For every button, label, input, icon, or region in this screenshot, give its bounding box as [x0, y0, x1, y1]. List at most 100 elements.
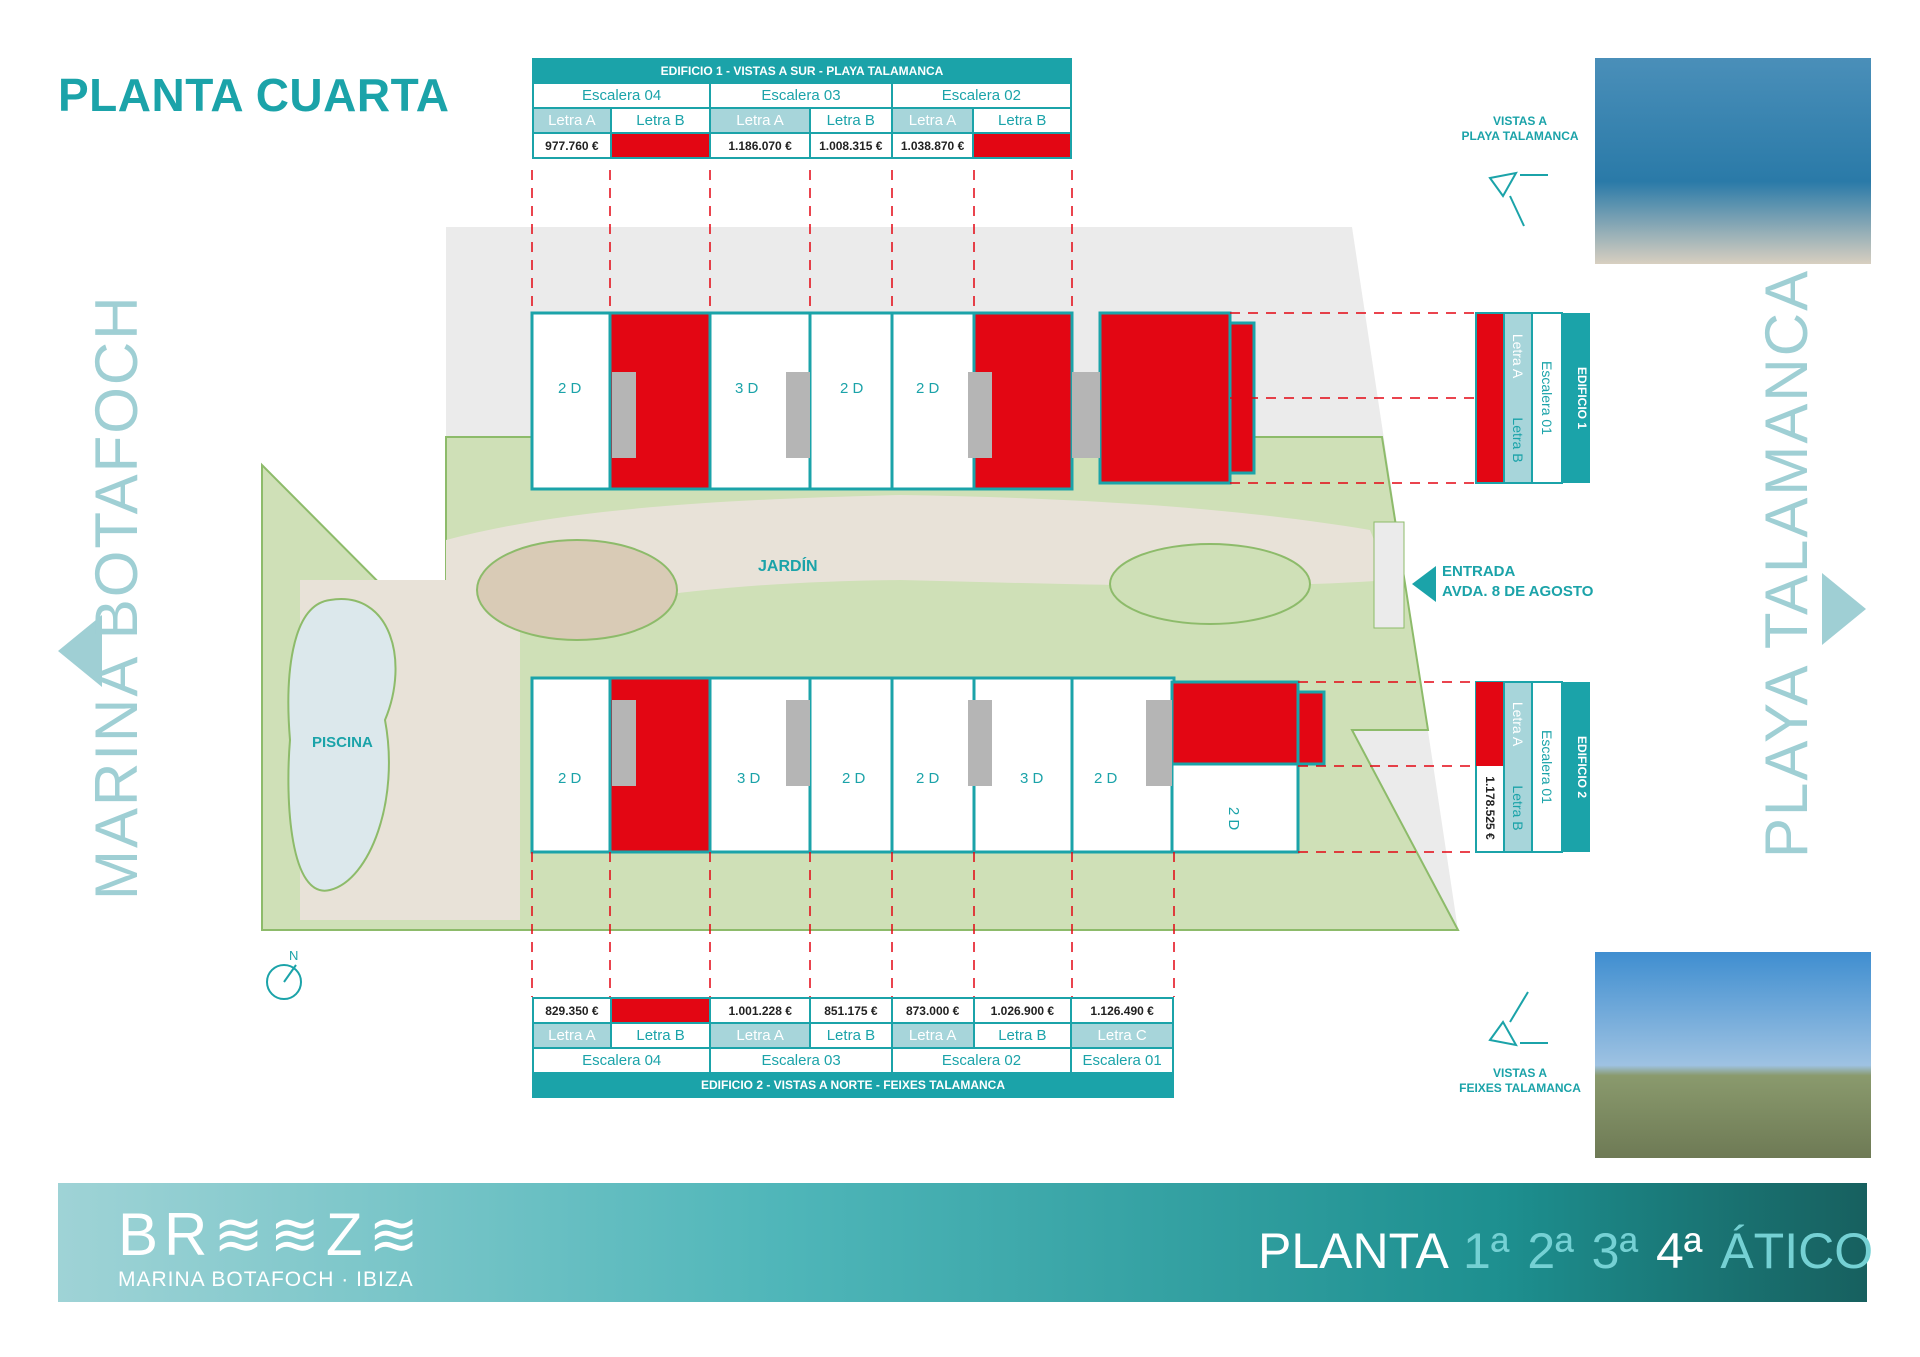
entrance-arrow-icon	[1412, 566, 1436, 602]
footer-banner	[58, 1183, 1867, 1302]
letter-label: Letra A	[1510, 701, 1526, 747]
unit-1-sold	[1098, 311, 1232, 485]
escalera-label: Escalera 01	[1539, 361, 1555, 435]
building-1	[530, 311, 1256, 491]
unit-price[interactable]: 1.001.228 €	[709, 997, 812, 1024]
letter-label: Letra B	[1510, 417, 1526, 463]
unit-sold	[609, 132, 712, 159]
unit-type-label: 2 D	[916, 770, 940, 787]
view-eye-icon	[1488, 171, 1548, 227]
caption-line: VISTAS A	[1492, 114, 1547, 128]
escalera-label: Escalera 01	[1539, 730, 1555, 804]
edificio-2-legend-label: EDIFICIO 2	[1575, 735, 1589, 799]
unit-price[interactable]: 873.000 €	[890, 997, 975, 1024]
unit-sold	[609, 997, 712, 1024]
letter-label: Letra B	[1510, 785, 1526, 831]
unit-price[interactable]: 1.038.870 €	[890, 132, 975, 159]
stair-label: Escalera 01	[1070, 1047, 1174, 1074]
letter-label: Letra A	[709, 1022, 812, 1049]
edificio-2-header: EDIFICIO 2 - VISTAS A NORTE - FEIXES TAL…	[532, 1072, 1174, 1098]
brand-subtitle: MARINA BOTAFOCH · IBIZA	[118, 1268, 414, 1291]
photo-caption-top: VISTAS A PLAYA TALAMANCA	[1440, 114, 1600, 144]
cores-top	[612, 372, 1100, 458]
entrance-gate	[1373, 521, 1405, 629]
arrow-right-icon[interactable]	[1822, 573, 1866, 645]
letter-label: Letra A	[532, 1022, 612, 1049]
floor-atico-tab[interactable]: ÁTICO	[1720, 1223, 1874, 1279]
letter-label: Letra B	[972, 107, 1072, 134]
floor-3-tab[interactable]: 3ª	[1591, 1223, 1638, 1279]
garden-label: JARDÍN	[758, 558, 818, 575]
unit-1a-terrace	[1296, 690, 1326, 766]
unit-price[interactable]: 1.186.070 €	[709, 132, 811, 159]
floor-4-tab[interactable]: 4ª	[1655, 1223, 1703, 1279]
unit-2a[interactable]	[890, 676, 976, 854]
unit-type-label: 2 D	[916, 380, 940, 397]
edificio-2-table: 829.350 € 1.001.228 € 851.175 € 873.000 …	[531, 997, 1174, 1098]
letter-label: Letra B	[808, 107, 893, 134]
unit-type-label: 2 D	[842, 770, 866, 787]
edificio-1-table: EDIFICIO 1 - VISTAS A SUR - PLAYA TALAMA…	[531, 58, 1073, 159]
arrow-left-icon[interactable]	[58, 615, 102, 687]
unit-3a[interactable]	[708, 311, 812, 491]
stair-label: Escalera 04	[531, 1047, 712, 1074]
letter-label: Letra A	[532, 107, 612, 134]
unit-type-label: 2 D	[1094, 770, 1118, 787]
unit-3b[interactable]	[808, 676, 894, 854]
floor-1-tab[interactable]: 1ª	[1463, 1223, 1510, 1279]
unit-price[interactable]: 851.175 €	[809, 997, 893, 1024]
edificio-1-legend-label: EDIFICIO 1	[1575, 366, 1589, 430]
unit-price[interactable]: 1.126.490 €	[1070, 997, 1174, 1024]
unit-type-label: 2 D	[840, 380, 864, 397]
unit-price[interactable]: 1.008.315 €	[808, 132, 893, 159]
edificio-1-legend	[1475, 312, 1590, 484]
entrance-label: ENTRADA AVDA. 8 DE AGOSTO	[1442, 562, 1593, 602]
unit-type-label: 3 D	[1020, 770, 1044, 787]
unit-type-label: 2 D	[1225, 806, 1243, 831]
caption-line: PLAYA TALAMANCA	[1461, 129, 1579, 143]
entrance-label-line-1: ENTRADA	[1442, 563, 1516, 580]
edificio-2-legend	[1475, 681, 1590, 853]
letter-label: Letra B	[609, 107, 712, 134]
building-2	[530, 676, 1326, 854]
edificio-1-header: EDIFICIO 1 - VISTAS A SUR - PLAYA TALAMA…	[532, 58, 1072, 84]
letter-label: Letra A	[1510, 333, 1526, 379]
photo-feixes-talamanca	[1595, 952, 1871, 1158]
unit-3b[interactable]	[808, 311, 894, 491]
lawn-island	[1109, 543, 1311, 625]
caption-line: FEIXES TALAMANCA	[1459, 1081, 1581, 1095]
letter-label: Letra B	[972, 1022, 1073, 1049]
pool	[287, 598, 397, 892]
letter-label: Letra C	[1070, 1022, 1174, 1049]
unit-1a-sold	[1170, 680, 1300, 766]
floor-2-tab[interactable]: 2ª	[1527, 1223, 1574, 1279]
planta-label: PLANTA	[1258, 1223, 1449, 1279]
brand-logo: BR≋≋Z≋	[118, 1201, 425, 1268]
guide-lines	[531, 170, 1476, 997]
page-title: PLANTA CUARTA	[58, 69, 450, 121]
unit-price[interactable]: 1.026.900 €	[972, 997, 1073, 1024]
unit-price[interactable]: 1.178.525 €	[1483, 776, 1497, 840]
stair-label: Escalera 02	[890, 1047, 1073, 1074]
stair-label: Escalera 04	[531, 82, 712, 109]
pool-label: PISCINA	[312, 734, 373, 751]
letter-label: Letra A	[709, 107, 811, 134]
stair-label: Escalera 03	[709, 82, 893, 109]
unit-4a[interactable]	[530, 676, 612, 854]
photo-caption-bottom: VISTAS A FEIXES TALAMANCA	[1440, 1066, 1600, 1096]
floor-selector: 1ª 2ª 3ª 4ª ÁTICO	[1463, 1222, 1891, 1280]
letter-label: Letra B	[809, 1022, 893, 1049]
north-compass-icon	[266, 964, 302, 1000]
unit-price[interactable]: 977.760 €	[532, 132, 612, 159]
stair-label: Escalera 03	[709, 1047, 893, 1074]
unit-1b[interactable]	[1170, 762, 1300, 854]
unit-type-label: 3 D	[737, 770, 761, 787]
lawn-island	[476, 539, 678, 641]
unit-2a[interactable]	[890, 311, 976, 491]
unit-4a[interactable]	[530, 311, 612, 491]
entrance-label-line-2: AVDA. 8 DE AGOSTO	[1442, 583, 1594, 600]
letter-label: Letra B	[609, 1022, 712, 1049]
unit-price[interactable]: 829.350 €	[532, 997, 612, 1024]
cores-bottom	[612, 700, 1172, 786]
stair-label: Escalera 02	[890, 82, 1073, 109]
